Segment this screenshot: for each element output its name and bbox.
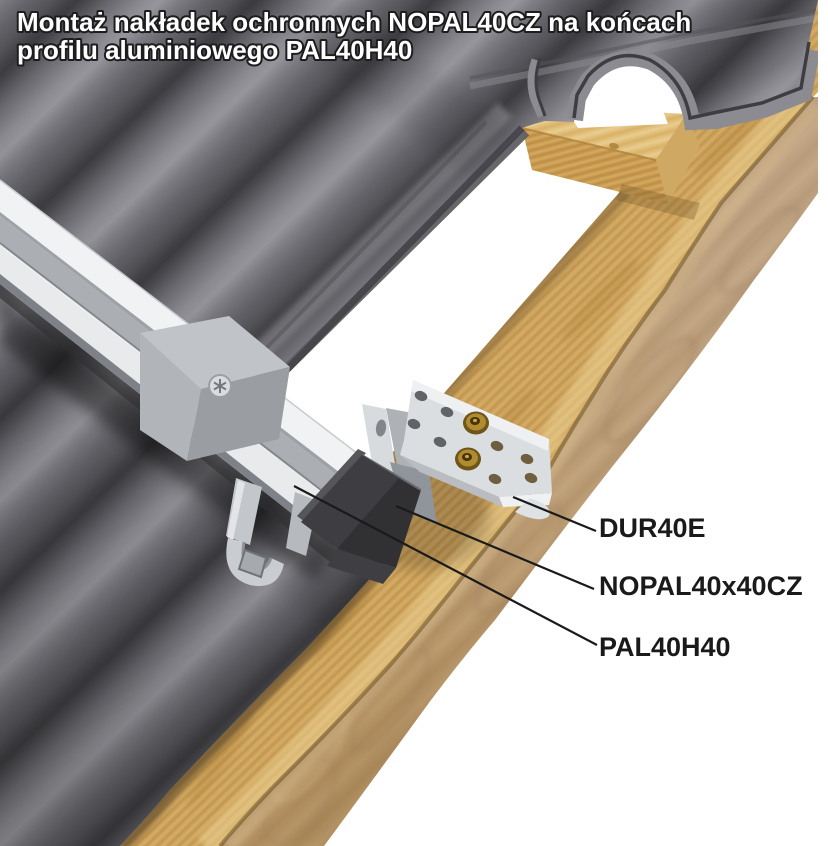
svg-text:NOPAL40x40CZ: NOPAL40x40CZ <box>599 571 803 601</box>
svg-text:PAL40H40: PAL40H40 <box>599 632 731 662</box>
svg-text:profilu aluminiowego PAL40H40: profilu aluminiowego PAL40H40 <box>17 35 412 65</box>
svg-text:DUR40E: DUR40E <box>599 513 706 543</box>
svg-text:Montaż nakładek ochronnych NOP: Montaż nakładek ochronnych NOPAL40CZ na … <box>17 7 691 37</box>
